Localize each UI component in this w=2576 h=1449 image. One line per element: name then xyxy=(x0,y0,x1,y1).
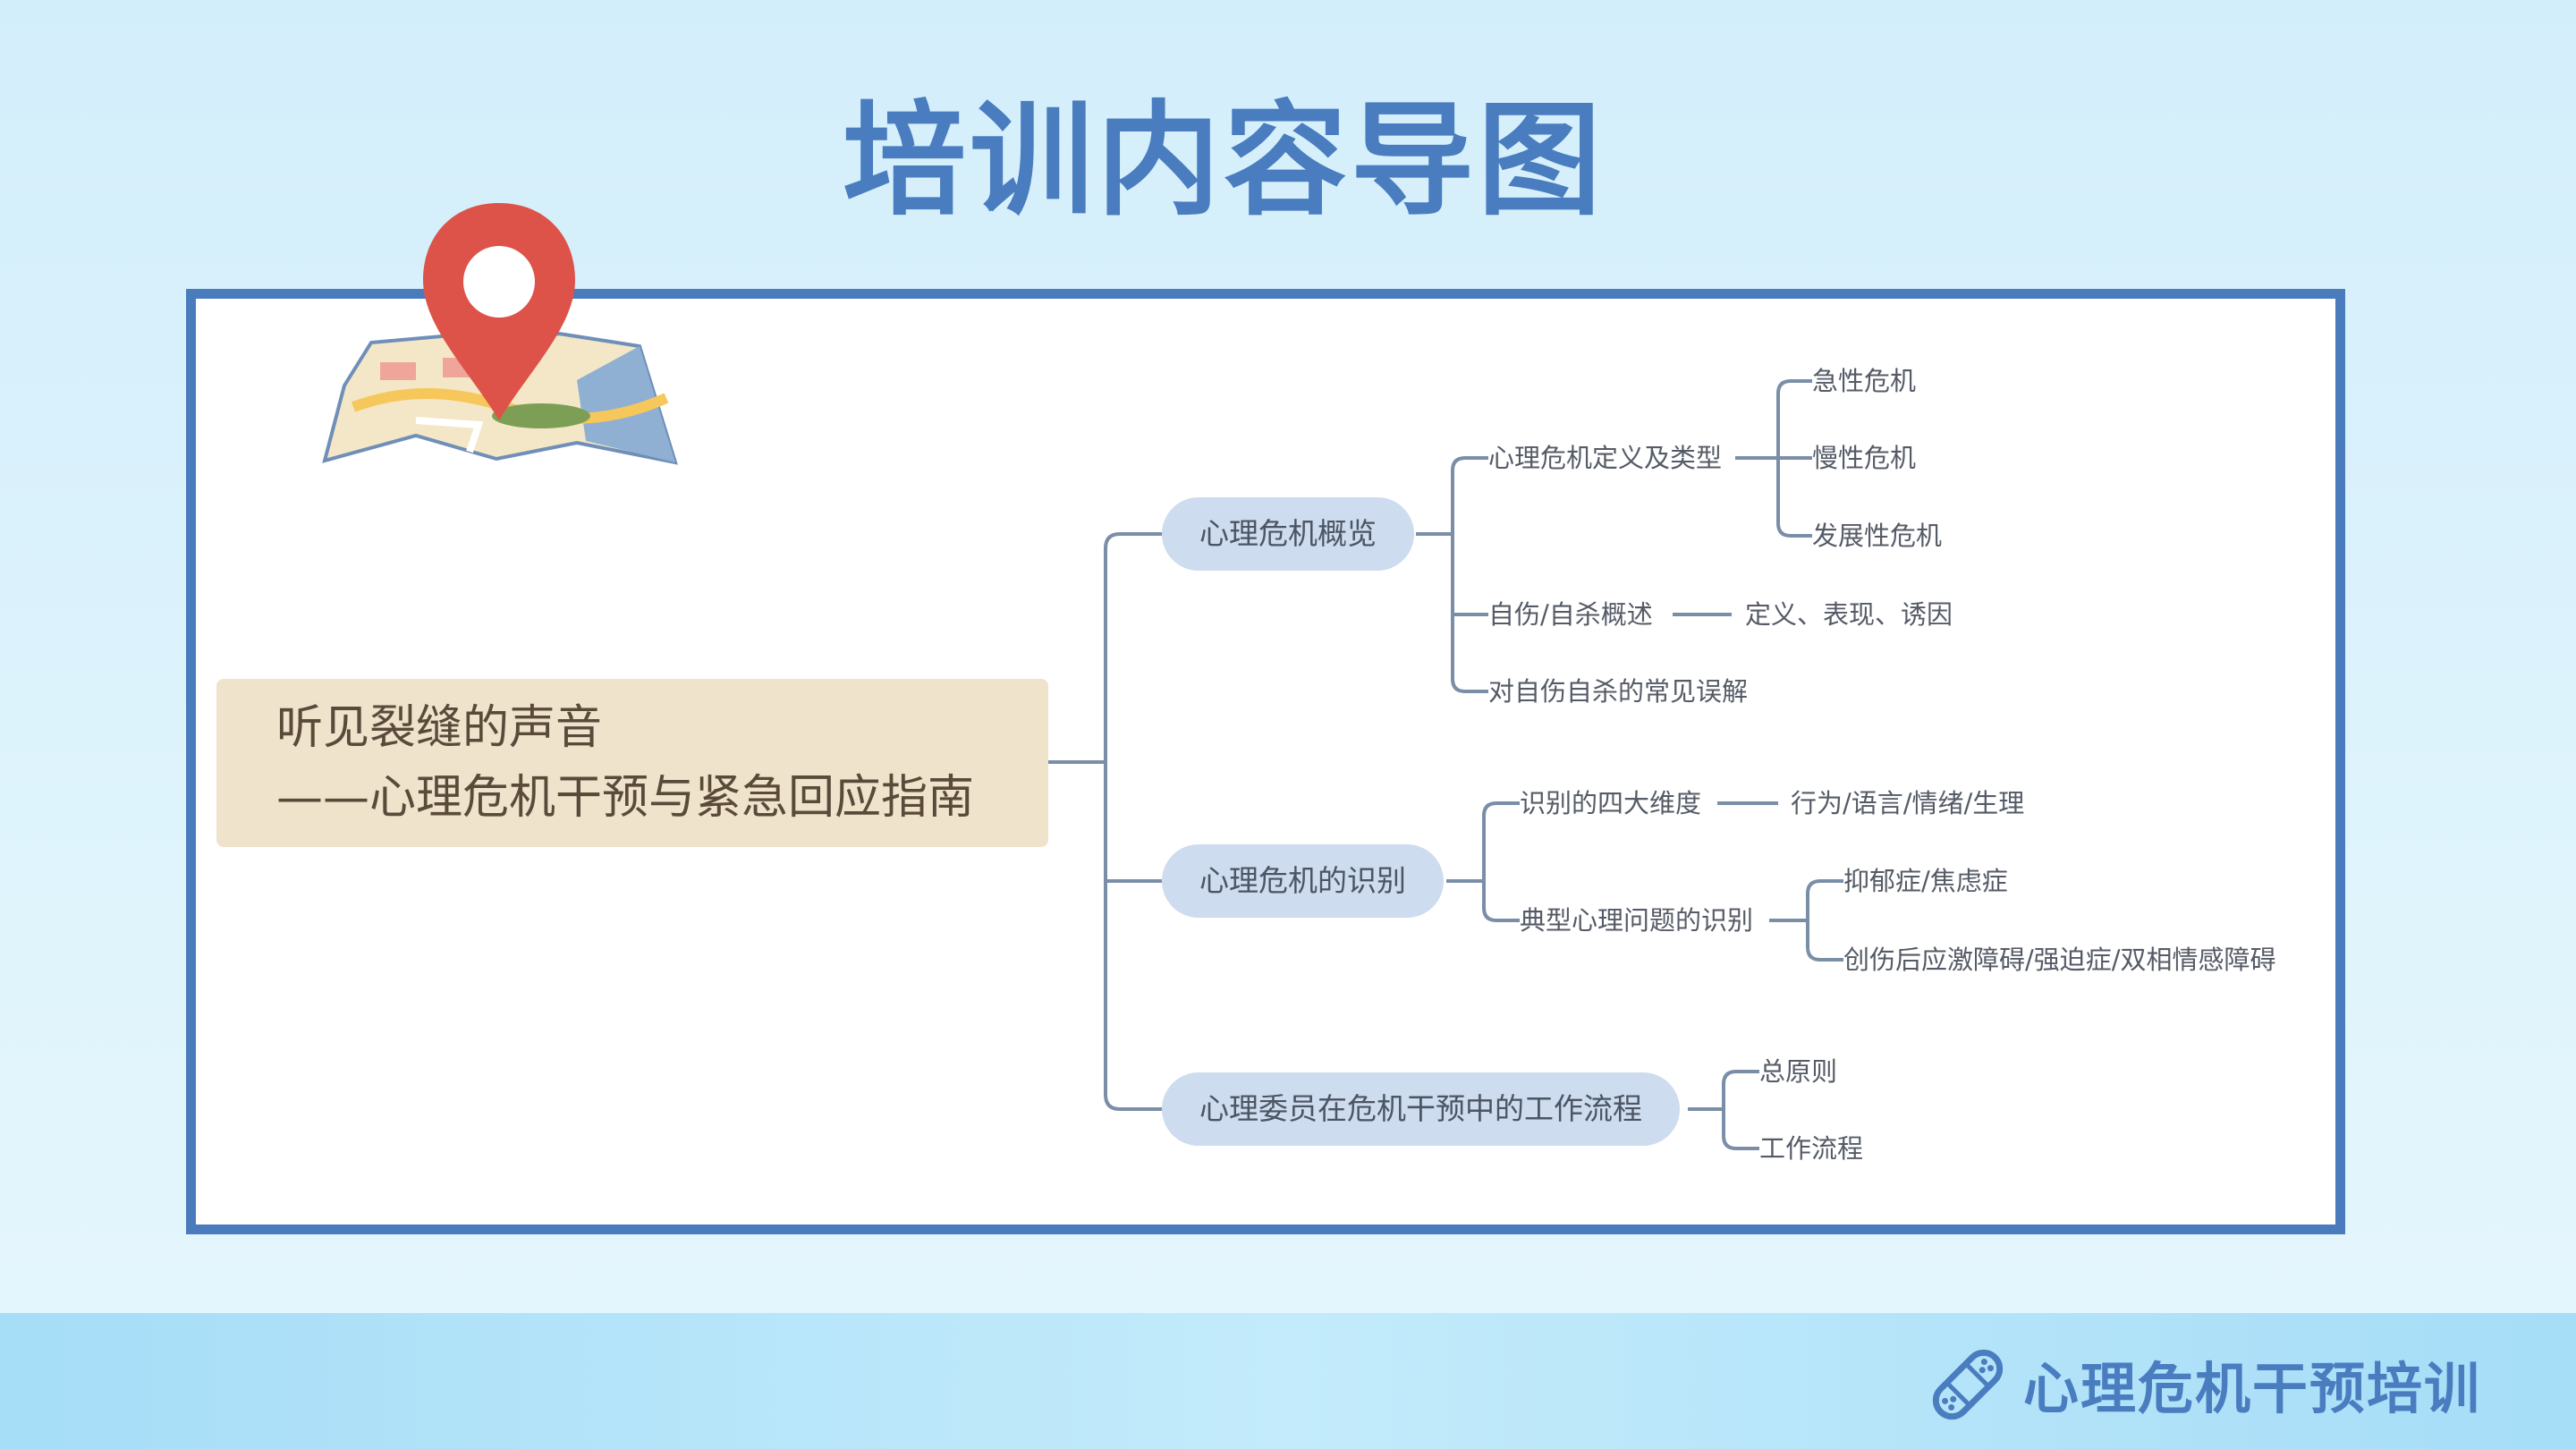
topic-four-dimensions: 识别的四大维度 xyxy=(1520,788,1702,818)
topic-misconceptions: 对自伤自杀的常见误解 xyxy=(1488,676,1749,707)
root-title-line1: 听见裂缝的声音 xyxy=(276,701,603,755)
branch-crisis-identification: 心理危机的识别 xyxy=(1162,844,1444,918)
topic-dimension-list: 行为/语言/情绪/生理 xyxy=(1791,788,2025,818)
branch-crisis-overview: 心理危机概览 xyxy=(1162,497,1414,571)
topic-developmental-crisis: 发展性危机 xyxy=(1812,521,1943,551)
root-topic: 听见裂缝的声音 ——心理危机干预与紧急回应指南 xyxy=(216,679,1048,847)
page-title: 培训内容导图 xyxy=(842,89,1605,233)
bandage-icon xyxy=(1932,1349,2004,1420)
topic-work-process: 工作流程 xyxy=(1759,1133,1864,1164)
topic-typical-problems: 典型心理问题的识别 xyxy=(1520,905,1754,936)
topic-definition-signs-causes: 定义、表现、诱因 xyxy=(1745,599,1953,630)
footer-title: 心理危机干预培训 xyxy=(2023,1356,2482,1421)
root-title-line2: ——心理危机干预与紧急回应指南 xyxy=(276,771,975,825)
topic-definition-types: 心理危机定义及类型 xyxy=(1488,443,1723,473)
topic-ptsd-ocd-bipolar: 创伤后应激障碍/强迫症/双相情感障碍 xyxy=(1843,945,2276,975)
footer-band xyxy=(0,1313,2576,1449)
topic-general-principles: 总原则 xyxy=(1759,1056,1838,1087)
topic-depression-anxiety: 抑郁症/焦虑症 xyxy=(1843,866,2008,896)
topic-acute-crisis: 急性危机 xyxy=(1812,366,1917,396)
topic-self-harm-overview: 自伤/自杀概述 xyxy=(1488,599,1653,630)
branch-workflow: 心理委员在危机干预中的工作流程 xyxy=(1162,1072,1680,1146)
map-pin-icon xyxy=(322,203,678,465)
topic-chronic-crisis: 慢性危机 xyxy=(1812,443,1917,473)
